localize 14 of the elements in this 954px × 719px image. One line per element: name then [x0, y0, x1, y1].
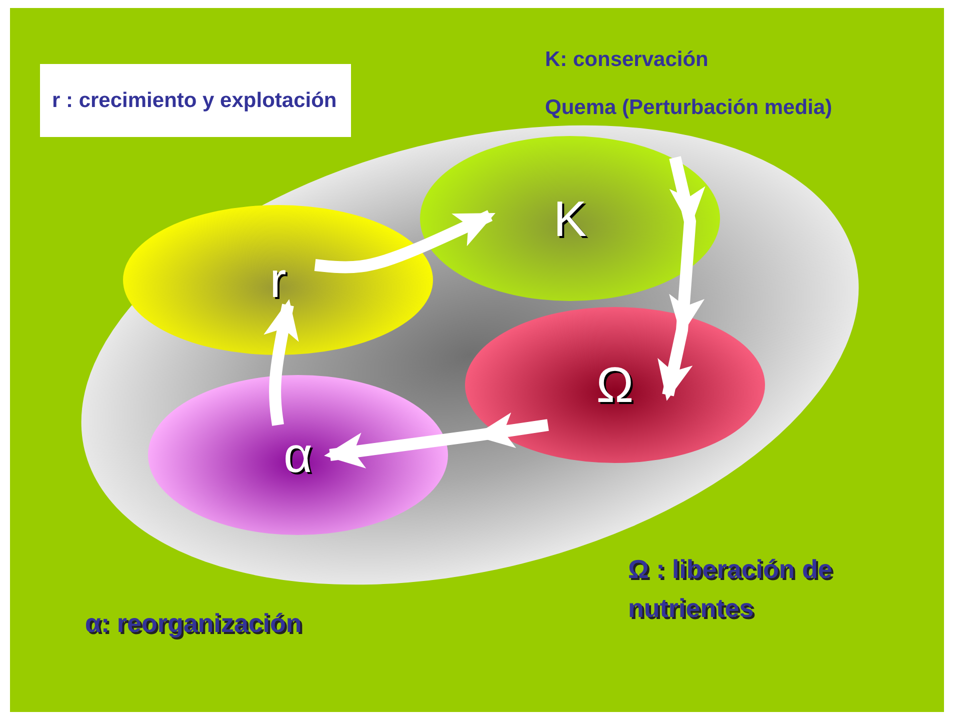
stage-symbol: Ω	[596, 356, 634, 415]
arrow	[314, 210, 496, 274]
caption-text: α: reorganización	[85, 607, 302, 640]
arrow	[324, 412, 549, 468]
caption-text: Quema (Perturbación media)	[545, 95, 832, 121]
caption-text: Ω : liberación de nutrientes	[628, 553, 833, 625]
arrow	[658, 156, 706, 401]
stage-symbol: r	[270, 251, 286, 310]
note-box	[40, 64, 351, 137]
stage-symbol: K	[553, 190, 587, 248]
caption-text: K: conservación	[545, 47, 708, 73]
arrow	[264, 299, 299, 426]
stage-symbol: α	[284, 426, 312, 485]
note-text: r : crecimiento y explotación	[52, 88, 337, 114]
